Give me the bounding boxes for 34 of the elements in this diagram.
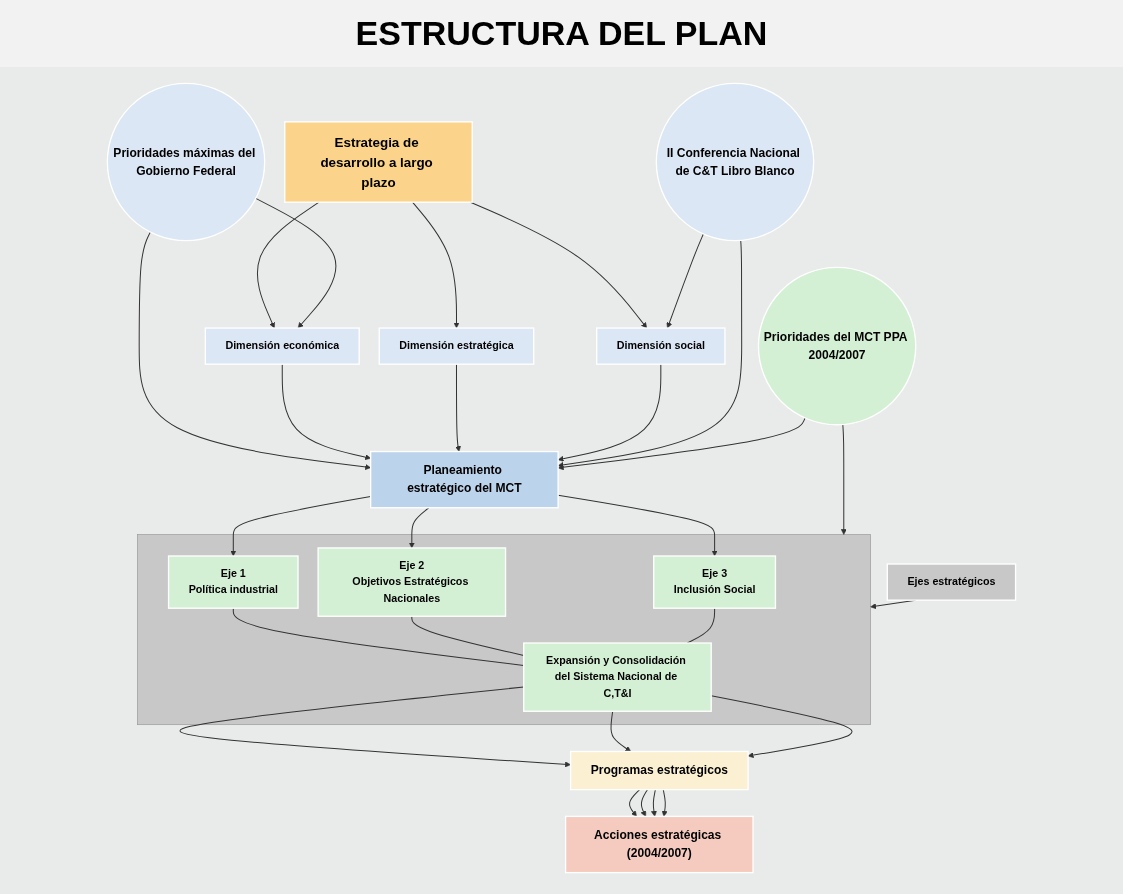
arrow bbox=[455, 363, 461, 452]
node-box: Dimensión social bbox=[596, 327, 726, 365]
node-box: Estrategia de desarrollo a largo plazo bbox=[284, 121, 473, 203]
arrow bbox=[666, 233, 704, 329]
arrow bbox=[138, 231, 371, 470]
arrow bbox=[629, 789, 641, 817]
cluster bbox=[137, 534, 871, 725]
node-box: Planeamiento estratégico del MCT bbox=[370, 450, 559, 509]
node-box: Ejes estratégicos bbox=[886, 563, 1017, 601]
node-box: Dimensión económica bbox=[204, 327, 360, 365]
connector bbox=[686, 607, 716, 644]
arrow bbox=[281, 363, 371, 460]
node-circle: II Conferencia Nacional de C&T Libro Blanco bbox=[655, 82, 815, 242]
node-box: Programas estratégicos bbox=[569, 750, 749, 791]
arrow bbox=[610, 710, 632, 752]
node-box: Eje 3 Inclusión Social bbox=[653, 555, 777, 609]
arrow bbox=[661, 789, 668, 817]
arrow bbox=[469, 201, 648, 329]
arrow bbox=[179, 686, 571, 768]
node-box: Eje 1 Política industrial bbox=[167, 555, 299, 609]
node-box: Eje 2 Objetivos Estratégicos Nacionales bbox=[317, 547, 507, 617]
arrow bbox=[256, 201, 320, 329]
node-circle: Prioridades máximas del Gobierno Federal bbox=[106, 82, 266, 242]
arrow bbox=[255, 197, 337, 329]
arrow bbox=[840, 424, 847, 535]
arrow bbox=[651, 789, 657, 817]
node-box: Dimensión estratégica bbox=[378, 327, 535, 365]
node-box: Expansión y Consolidación del Sistema Nacional de C,T&I bbox=[523, 642, 712, 712]
node-circle: Prioridades del MCT PPA 2004/2007 bbox=[757, 266, 917, 426]
arrow bbox=[412, 201, 460, 329]
diagram-title: ESTRUCTURA DEL PLAN bbox=[0, 0, 1123, 67]
arrow bbox=[640, 789, 649, 817]
node-box: Acciones estratégicas (2004/2007) bbox=[564, 815, 754, 874]
arrow bbox=[408, 507, 430, 549]
